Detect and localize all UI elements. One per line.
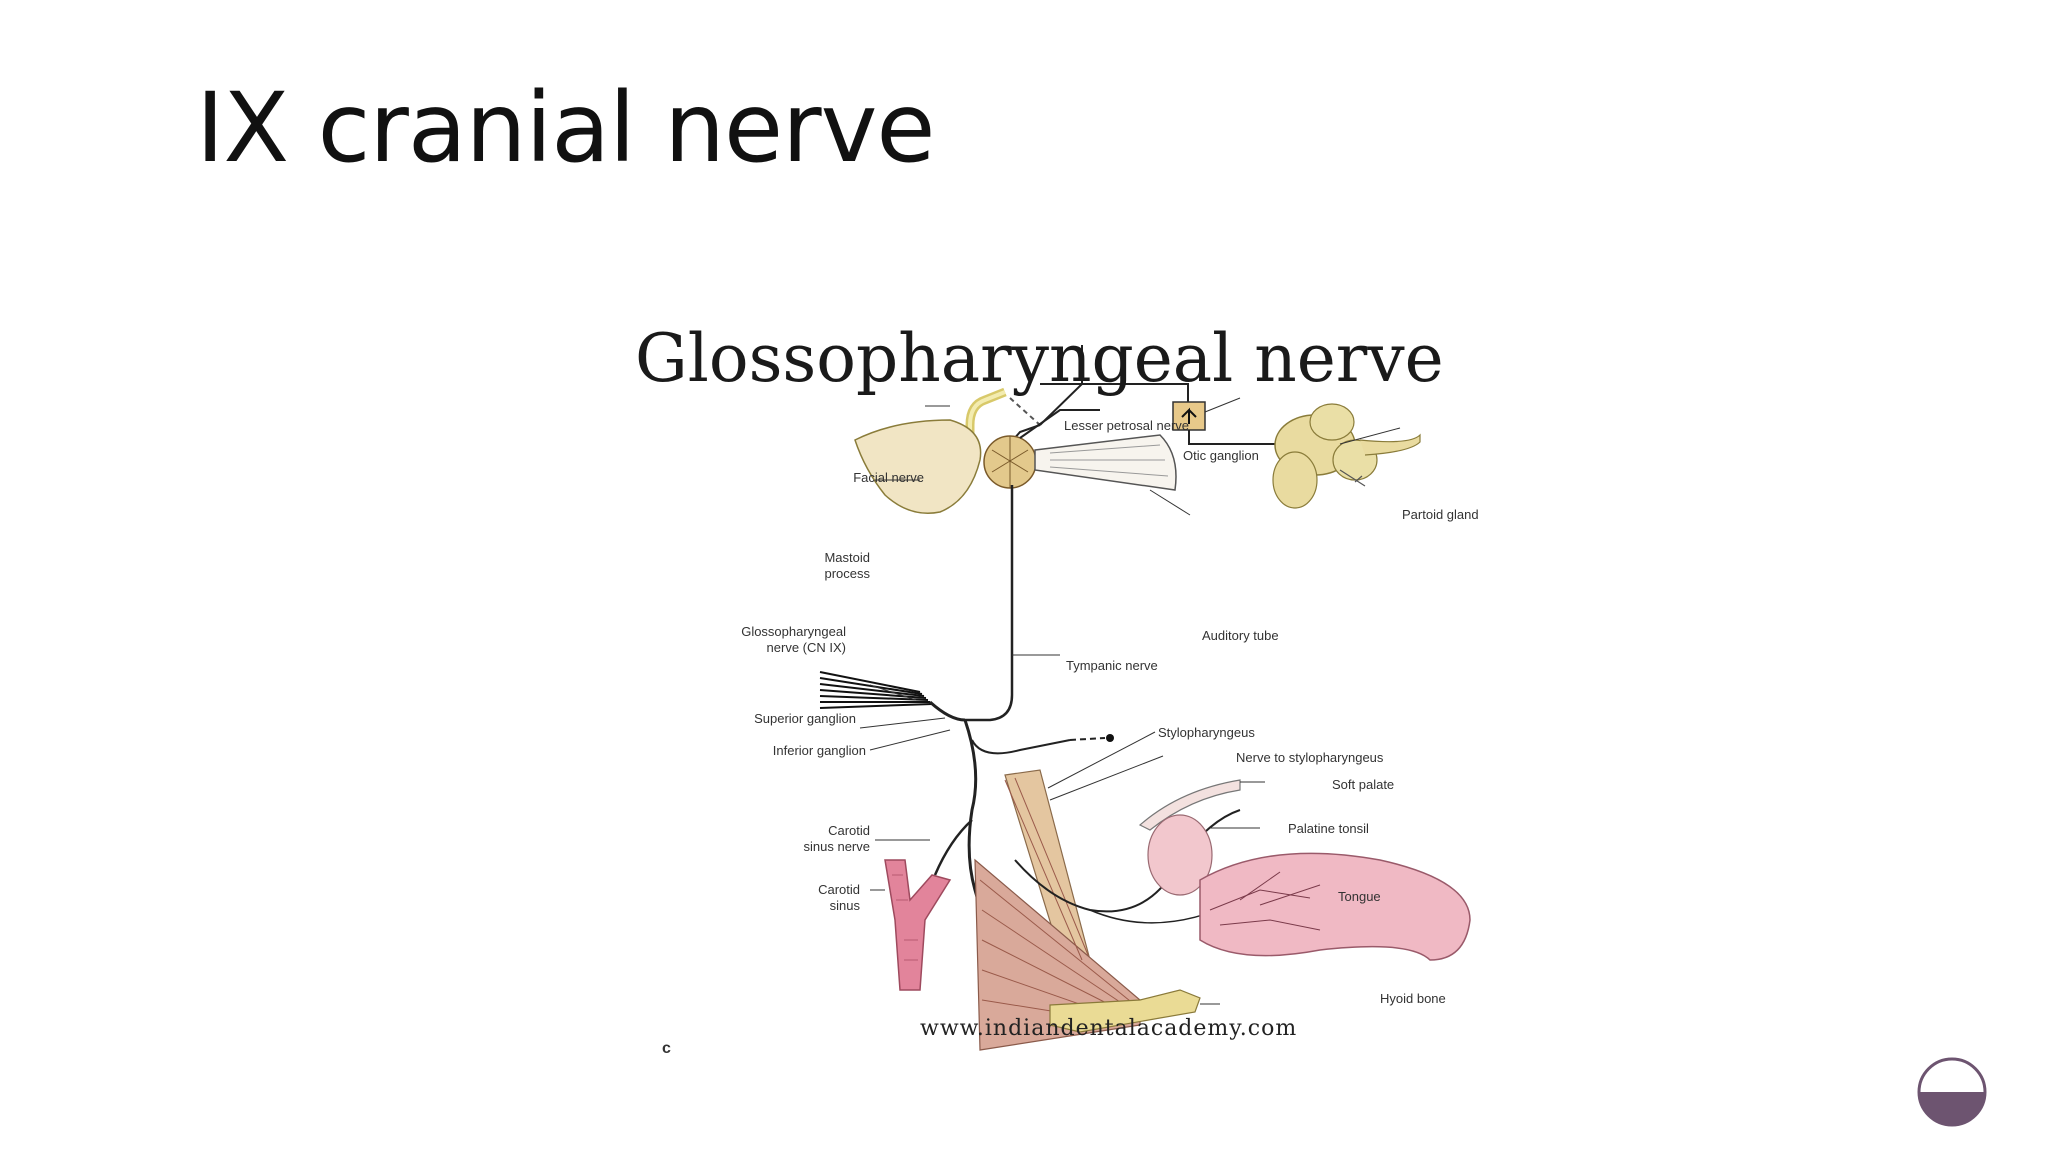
label-carotid-sinus-nerve-1: Carotid bbox=[828, 823, 870, 838]
label-tongue: Tongue bbox=[1338, 889, 1381, 904]
soft-palate-shape bbox=[1138, 779, 1241, 831]
hyoid-bone-shape bbox=[1049, 989, 1201, 1033]
label-nerve-to-stylo: Nerve to stylopharyngeus bbox=[1236, 750, 1384, 765]
label-mastoid-2: process bbox=[824, 566, 870, 581]
label-palatine-tonsil: Palatine tonsil bbox=[1288, 821, 1369, 836]
auditory-tube-shape bbox=[1034, 434, 1177, 491]
label-carotid-sinus-1: Carotid bbox=[818, 882, 860, 897]
tongue-shape bbox=[1199, 852, 1471, 961]
glossopharyngeal-diagram: Glossopharyngeal nerve Lesser petrosal n… bbox=[620, 300, 1660, 1080]
slide-title: IX cranial nerve bbox=[196, 72, 935, 184]
label-auditory-tube: Auditory tube bbox=[1202, 628, 1279, 643]
slide-corner-decoration-icon bbox=[1917, 1057, 1987, 1127]
label-stylopharyngeus: Stylopharyngeus bbox=[1158, 725, 1255, 740]
label-otic-ganglion: Otic ganglion bbox=[1183, 448, 1259, 463]
nerve-illustration bbox=[819, 345, 1471, 1051]
label-hyoid-bone: Hyoid bone bbox=[1380, 991, 1446, 1006]
label-mastoid-1: Mastoid bbox=[824, 550, 870, 565]
label-superior-ganglion: Superior ganglion bbox=[754, 711, 856, 726]
label-soft-palate: Soft palate bbox=[1332, 777, 1395, 792]
label-glosso-2: nerve (CN IX) bbox=[766, 640, 846, 655]
label-facial-nerve: Facial nerve bbox=[853, 470, 924, 485]
mastoid-shape bbox=[854, 419, 982, 514]
palatine-tonsil-shape bbox=[1147, 814, 1213, 896]
rootlets-shape bbox=[819, 671, 933, 709]
label-carotid-sinus-nerve-2: sinus nerve bbox=[803, 839, 870, 854]
watermark-url: www.indiandentalacademy.com bbox=[920, 1016, 1298, 1041]
label-glosso-1: Glossopharyngeal bbox=[741, 624, 846, 639]
label-lesser-petrosal: Lesser petrosal nerve bbox=[1064, 418, 1190, 433]
figure-corner-letter: c bbox=[662, 1040, 671, 1057]
label-carotid-sinus-2: sinus bbox=[829, 898, 860, 913]
label-inferior-ganglion: Inferior ganglion bbox=[772, 743, 866, 758]
label-parotid-gland: Partoid gland bbox=[1402, 507, 1479, 522]
parotid-gland-shape bbox=[1272, 403, 1421, 509]
label-tympanic-nerve: Tympanic nerve bbox=[1066, 658, 1158, 673]
carotid-artery-shape bbox=[884, 859, 952, 991]
figure-title: Glossopharyngeal nerve bbox=[635, 320, 1444, 397]
